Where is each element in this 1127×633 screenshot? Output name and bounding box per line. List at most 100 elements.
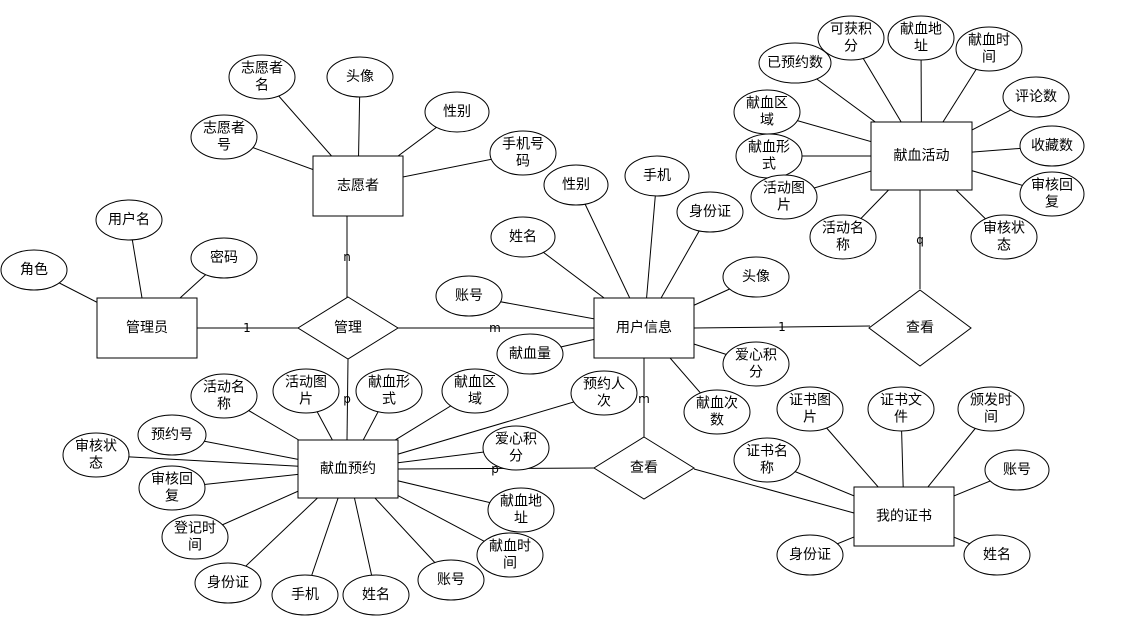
attribute-ellipse bbox=[490, 216, 556, 258]
cardinality-label: p bbox=[491, 462, 499, 476]
attribute-ellipse bbox=[489, 130, 557, 176]
attribute-ellipse bbox=[95, 199, 163, 241]
attribute-label: 账号 bbox=[1003, 462, 1031, 478]
relationship-label: 查看 bbox=[906, 320, 934, 336]
cardinality-label: 1 bbox=[243, 321, 251, 335]
attribute-ellipse bbox=[570, 370, 638, 416]
relationship-link bbox=[397, 467, 595, 470]
relationship-diamond bbox=[868, 289, 972, 367]
attribute-ellipse bbox=[476, 532, 544, 578]
attribute-ellipse bbox=[676, 191, 744, 233]
entity-box bbox=[297, 439, 399, 499]
attribute-label: 活动图片 bbox=[285, 375, 327, 408]
attribute-ellipse bbox=[758, 42, 832, 84]
relationship-link bbox=[693, 325, 871, 329]
attribute-ellipse bbox=[138, 465, 206, 511]
attribute-ellipse bbox=[496, 333, 564, 375]
attribute-ellipse bbox=[963, 534, 1031, 576]
attribute-label: 姓名 bbox=[983, 547, 1011, 563]
attribute-label: 献血时间 bbox=[968, 33, 1010, 66]
attribute-label: 献血地址 bbox=[900, 22, 942, 55]
attribute-label: 账号 bbox=[455, 288, 483, 304]
relationship-diamond bbox=[297, 296, 399, 360]
entity-label: 献血预约 bbox=[320, 461, 376, 477]
attribute-label: 献血时间 bbox=[489, 539, 531, 572]
entity-box bbox=[312, 155, 404, 217]
attribute-label: 证书名称 bbox=[746, 444, 788, 477]
attribute-ellipse bbox=[683, 389, 751, 435]
attribute-ellipse bbox=[817, 15, 885, 61]
attribute-ellipse bbox=[487, 487, 555, 533]
attribute-ellipse bbox=[161, 514, 229, 560]
relationship-link bbox=[346, 358, 349, 441]
attribute-label: 活动名称 bbox=[203, 380, 245, 413]
attribute-ellipse bbox=[809, 214, 877, 260]
attribute-label: 活动图片 bbox=[763, 181, 805, 214]
attribute-ellipse bbox=[342, 574, 410, 616]
attribute-ellipse bbox=[0, 249, 68, 291]
attribute-ellipse bbox=[776, 534, 844, 576]
attribute-label: 爱心积分 bbox=[735, 348, 777, 381]
attribute-label: 证书图片 bbox=[789, 393, 831, 426]
attribute-label: 评论数 bbox=[1015, 89, 1057, 105]
attribute-label: 可获积分 bbox=[830, 22, 872, 55]
attribute-label: 志愿者名 bbox=[241, 61, 283, 94]
relationship-link bbox=[693, 468, 855, 514]
attribute-label: 预约人次 bbox=[583, 377, 625, 410]
attribute-label: 审核状态 bbox=[983, 221, 1025, 254]
attribute-ellipse bbox=[984, 449, 1050, 491]
attribute-label: 用户名 bbox=[108, 211, 150, 228]
entity-label: 用户信息 bbox=[616, 319, 672, 336]
attribute-label: 身份证 bbox=[689, 204, 731, 220]
attribute-ellipse bbox=[435, 275, 503, 317]
cardinality-label: m bbox=[638, 392, 650, 406]
entity-label: 献血活动 bbox=[894, 148, 950, 164]
attribute-ellipse bbox=[482, 425, 550, 471]
attribute-label: 手机 bbox=[643, 168, 671, 184]
attribute-ellipse bbox=[733, 437, 801, 483]
attribute-ellipse bbox=[137, 414, 207, 456]
attribute-label: 证书文件 bbox=[880, 393, 922, 426]
attribute-label: 账号 bbox=[437, 572, 465, 588]
attribute-label: 审核回复 bbox=[151, 472, 193, 505]
attribute-ellipse bbox=[887, 15, 955, 61]
attribute-ellipse bbox=[750, 174, 818, 220]
entity-label: 我的证书 bbox=[876, 509, 932, 525]
attribute-label: 角色 bbox=[20, 261, 48, 278]
cardinality-label: q bbox=[916, 233, 924, 247]
attribute-label: 献血次数 bbox=[696, 396, 738, 429]
attribute-label: 手机 bbox=[291, 587, 319, 603]
relationship-label: 查看 bbox=[630, 460, 658, 476]
attribute-ellipse bbox=[955, 26, 1023, 72]
attribute-ellipse bbox=[1019, 125, 1085, 167]
attribute-label: 献血区域 bbox=[454, 375, 496, 408]
attribute-ellipse bbox=[272, 368, 340, 414]
relationship-diamond bbox=[593, 436, 695, 500]
attribute-label: 预约号 bbox=[151, 427, 193, 443]
attribute-ellipse bbox=[867, 386, 935, 432]
attribute-label: 献血形式 bbox=[748, 140, 790, 173]
attribute-label: 手机号码 bbox=[502, 137, 544, 170]
attribute-label: 姓名 bbox=[509, 229, 537, 245]
attribute-label: 头像 bbox=[742, 269, 770, 285]
attribute-ellipse bbox=[62, 432, 130, 478]
attribute-ellipse bbox=[441, 368, 509, 414]
attribute-label: 献血量 bbox=[509, 346, 551, 362]
attribute-ellipse bbox=[228, 54, 296, 100]
attribute-label: 颁发时间 bbox=[970, 393, 1012, 426]
entity-box bbox=[853, 486, 955, 547]
cardinality-label: m bbox=[489, 321, 501, 335]
attribute-ellipse bbox=[355, 368, 423, 414]
entity-label: 管理员 bbox=[126, 320, 168, 336]
attribute-label: 收藏数 bbox=[1031, 138, 1073, 154]
attribute-ellipse bbox=[417, 559, 485, 601]
attribute-ellipse bbox=[722, 341, 790, 387]
attribute-ellipse bbox=[722, 256, 790, 298]
attribute-ellipse bbox=[543, 164, 609, 206]
attribute-ellipse bbox=[424, 91, 490, 133]
attribute-ellipse bbox=[190, 237, 258, 279]
attribute-label: 献血地址 bbox=[500, 494, 542, 527]
attribute-ellipse bbox=[190, 373, 258, 419]
attribute-label: 身份证 bbox=[207, 575, 249, 591]
